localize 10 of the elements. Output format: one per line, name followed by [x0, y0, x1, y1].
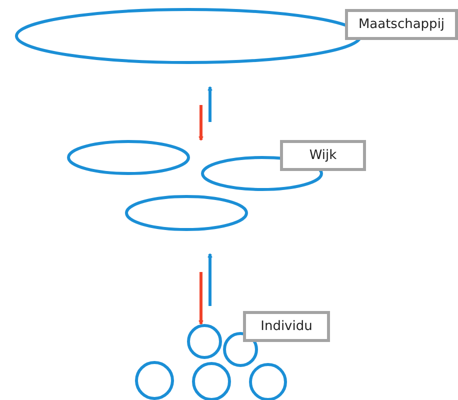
- arrow: [198, 272, 204, 324]
- label-box: [243, 311, 330, 342]
- label-text: Maatschappij: [358, 17, 445, 32]
- arrow: [208, 254, 212, 306]
- label-box: [345, 9, 458, 40]
- arrow: [198, 105, 204, 140]
- arrow: [208, 86, 212, 122]
- label-text: Wijk: [309, 148, 337, 163]
- label-text: Individu: [260, 319, 312, 334]
- label-box: [280, 140, 366, 171]
